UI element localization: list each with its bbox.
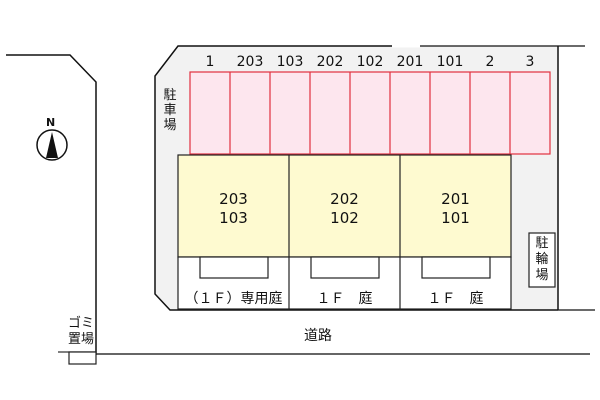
step-1 bbox=[199, 256, 269, 279]
site-outline bbox=[154, 45, 558, 311]
garbage-area-label: ゴミ 置場 bbox=[60, 316, 94, 348]
parking-space-label: 3 bbox=[525, 54, 535, 70]
parking-area bbox=[189, 71, 551, 155]
bicycle-label-char: 場 bbox=[535, 268, 549, 283]
bicycle-parking-label: 駐 輪 場 bbox=[534, 236, 550, 284]
compass-north-label: N bbox=[46, 116, 56, 129]
parking-label-char: 駐 bbox=[163, 88, 177, 103]
unit-upper-number: 201 bbox=[441, 190, 470, 208]
unit-upper-number: 203 bbox=[219, 190, 248, 208]
parking-space-label: 2 bbox=[485, 54, 495, 70]
bicycle-label-char: 輪 bbox=[535, 252, 549, 267]
garbage-label-line: 置場 bbox=[67, 332, 94, 347]
bicycle-parking-box bbox=[528, 232, 556, 288]
unit-upper-number: 202 bbox=[330, 190, 359, 208]
bicycle-label-char: 駐 bbox=[535, 236, 549, 251]
parking-space-label: 103 bbox=[276, 54, 304, 70]
parking-space-label: 202 bbox=[316, 54, 344, 70]
unit-lower-number: 103 bbox=[219, 209, 248, 227]
step-2 bbox=[310, 256, 380, 279]
parking-label: 駐 車 場 bbox=[162, 88, 178, 133]
unit-lower-number: 101 bbox=[441, 209, 470, 227]
garbage-box bbox=[68, 351, 97, 365]
road-label: 道路 bbox=[304, 328, 332, 344]
parking-space-label: 102 bbox=[356, 54, 384, 70]
parking-label-char: 場 bbox=[163, 118, 177, 133]
buildings bbox=[177, 154, 512, 310]
unit-lower-number: 102 bbox=[330, 209, 359, 227]
garden-label: （１Ｆ）専用庭 bbox=[184, 291, 283, 307]
building-unit-1: 203 103 bbox=[178, 190, 289, 228]
parking-space-label: 203 bbox=[236, 54, 264, 70]
left-lot-outline bbox=[6, 54, 97, 355]
compass-icon bbox=[36, 129, 68, 161]
parking-space-label: 201 bbox=[396, 54, 424, 70]
garbage-label-line: ゴミ bbox=[67, 316, 94, 331]
garden-label: １Ｆ 庭 bbox=[427, 291, 484, 307]
parking-space-label: 101 bbox=[436, 54, 464, 70]
parking-label-char: 車 bbox=[163, 103, 177, 118]
parking-space-label: 1 bbox=[205, 54, 215, 70]
building-unit-2: 202 102 bbox=[289, 190, 400, 228]
building-unit-3: 201 101 bbox=[400, 190, 511, 228]
garden-label: １Ｆ 庭 bbox=[316, 291, 373, 307]
step-3 bbox=[421, 256, 491, 279]
